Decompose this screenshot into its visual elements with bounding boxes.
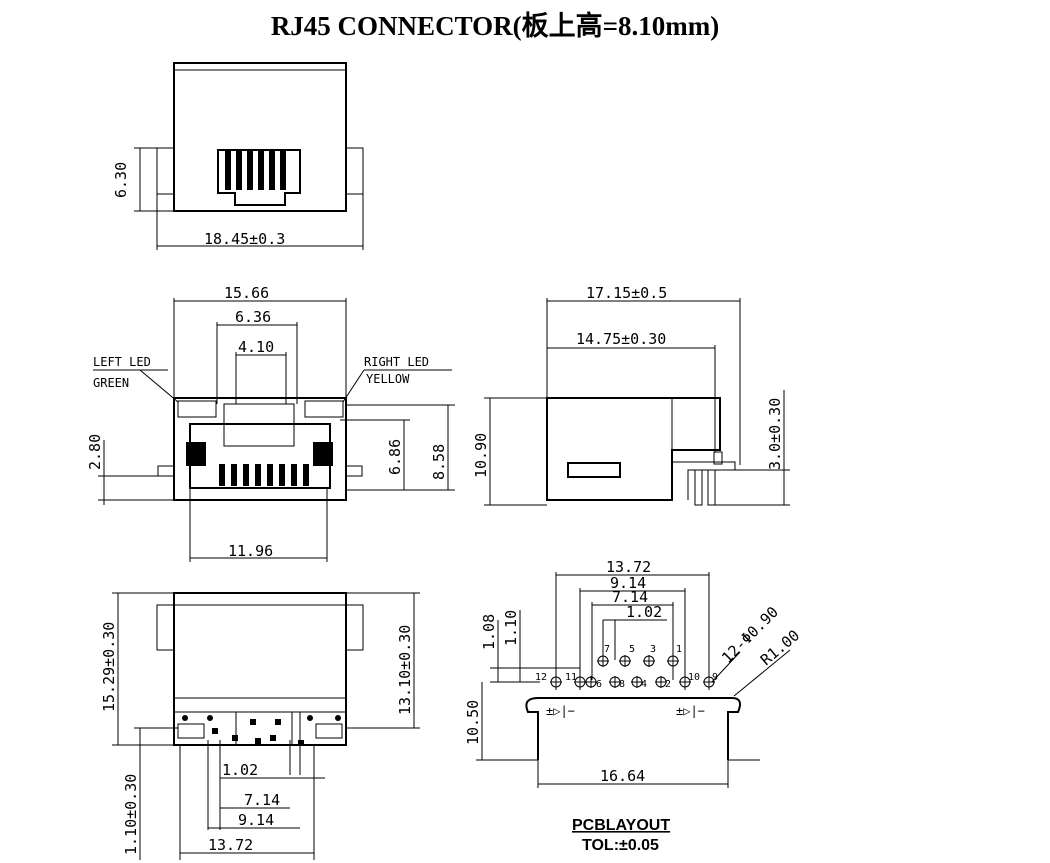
pcb-pin-label: 12 bbox=[535, 672, 547, 683]
bottom-d4-label: 13.72 bbox=[208, 836, 253, 854]
pcb-pin-label: 2 bbox=[665, 679, 671, 690]
side-view: 17.15±0.5 14.75±0.30 10.90 3.0±0.30 bbox=[472, 284, 790, 506]
top-left-tab bbox=[156, 147, 175, 195]
right-led-color: YELLOW bbox=[366, 372, 410, 386]
pcb-pin-label: 11 bbox=[565, 672, 577, 683]
front-tab-label: 4.10 bbox=[238, 338, 274, 356]
pcb-pin-label: 3 bbox=[650, 644, 656, 655]
pcb-pin-label: 6 bbox=[596, 679, 602, 690]
top-view: 6.30 18.45±0.3 bbox=[112, 62, 364, 250]
left-led-window bbox=[177, 400, 217, 418]
pcb-height-label: 10.50 bbox=[464, 700, 482, 745]
pcb-outline bbox=[525, 697, 741, 760]
pcb-v1-label: 1.08 bbox=[480, 614, 498, 650]
bottom-height-body-label: 13.10±0.30 bbox=[396, 625, 414, 715]
bottom-view: 15.29±0.30 13.10±0.30 1.10±0.30 1.02 7.1… bbox=[100, 592, 420, 860]
pcb-right-led-symbol: ±▷|− bbox=[676, 704, 705, 718]
front-h-mid-label: 6.86 bbox=[386, 439, 404, 475]
pcb-pin-label: 4 bbox=[641, 679, 647, 690]
bottom-body-outline bbox=[173, 592, 347, 746]
bottom-stub-label: 1.10±0.30 bbox=[122, 774, 140, 855]
side-body-label: 14.75±0.30 bbox=[576, 330, 666, 348]
side-height-label: 10.90 bbox=[472, 433, 490, 478]
pcb-pin-label: 9 bbox=[712, 672, 718, 683]
front-h-right-label: 8.58 bbox=[430, 444, 448, 480]
bottom-height-total-label: 15.29±0.30 bbox=[100, 622, 118, 712]
pcb-w3-label: 7.14 bbox=[612, 588, 648, 606]
left-led-color: GREEN bbox=[93, 376, 129, 390]
right-led-label: RIGHT LED bbox=[364, 355, 429, 369]
front-opening-label: 6.36 bbox=[235, 308, 271, 326]
pcb-tolerance: TOL:±0.05 bbox=[582, 837, 659, 854]
bottom-d2-label: 7.14 bbox=[244, 791, 280, 809]
pcb-left-led-symbol: ±▷|− bbox=[546, 704, 575, 718]
side-length-label: 17.15±0.5 bbox=[586, 284, 667, 302]
pcb-pin-label: 5 bbox=[629, 644, 635, 655]
pcb-w4-label: 1.02 bbox=[626, 603, 662, 621]
bottom-d1-label: 1.02 bbox=[222, 761, 258, 779]
pcb-pin-label: 1 bbox=[676, 644, 682, 655]
front-body-outline bbox=[173, 397, 347, 501]
top-height-label: 6.30 bbox=[112, 162, 130, 198]
pcb-w1-label: 13.72 bbox=[606, 558, 651, 576]
pcb-pin-label: 8 bbox=[619, 679, 625, 690]
front-bottom-label: 11.96 bbox=[228, 542, 273, 560]
pcb-width-label: 16.64 bbox=[600, 767, 645, 785]
top-width-label: 18.45±0.3 bbox=[204, 230, 285, 248]
top-right-tab bbox=[345, 147, 364, 195]
side-body-outline bbox=[546, 397, 721, 501]
front-h-left-label: 2.80 bbox=[86, 434, 104, 470]
pcb-pin-label: 7 bbox=[604, 644, 610, 655]
drawing-title: RJ45 CONNECTOR(板上高=8.10mm) bbox=[270, 11, 720, 41]
left-led-label: LEFT LED bbox=[93, 355, 151, 369]
bottom-d3-label: 9.14 bbox=[238, 811, 274, 829]
front-width-label: 15.66 bbox=[224, 284, 269, 302]
pcb-pin-label: 10 bbox=[688, 672, 700, 683]
pcb-caption: PCBLAYOUT bbox=[572, 817, 670, 834]
pcb-v2-label: 1.10 bbox=[502, 610, 520, 646]
side-pin-label: 3.0±0.30 bbox=[766, 398, 784, 470]
top-body-outline bbox=[173, 62, 347, 212]
right-led-window bbox=[304, 400, 344, 418]
pcb-w2-label: 9.14 bbox=[610, 574, 646, 592]
front-view: 15.66 6.36 4.10 LEFT LED GREEN RIGHT LED… bbox=[86, 284, 455, 562]
top-jack-opening bbox=[217, 149, 301, 206]
